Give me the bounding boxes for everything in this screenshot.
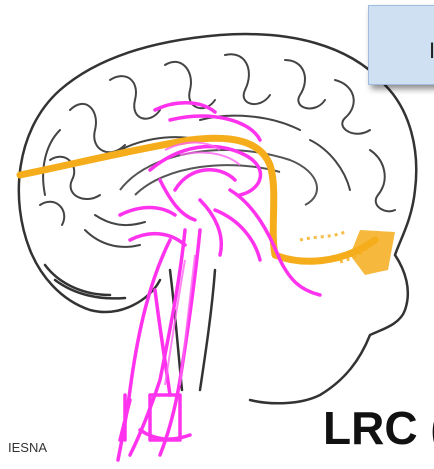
image-credit: IESNA <box>8 440 47 455</box>
brain-outline <box>19 34 416 403</box>
pink-fibers <box>165 143 240 386</box>
orange-terminal <box>350 230 395 275</box>
corpus-callosum <box>120 150 317 205</box>
callout-text: I <box>429 40 434 62</box>
pink-pathway <box>118 103 320 460</box>
slide-title: LRC ( <box>323 405 434 451</box>
callout-box: I <box>368 5 434 85</box>
